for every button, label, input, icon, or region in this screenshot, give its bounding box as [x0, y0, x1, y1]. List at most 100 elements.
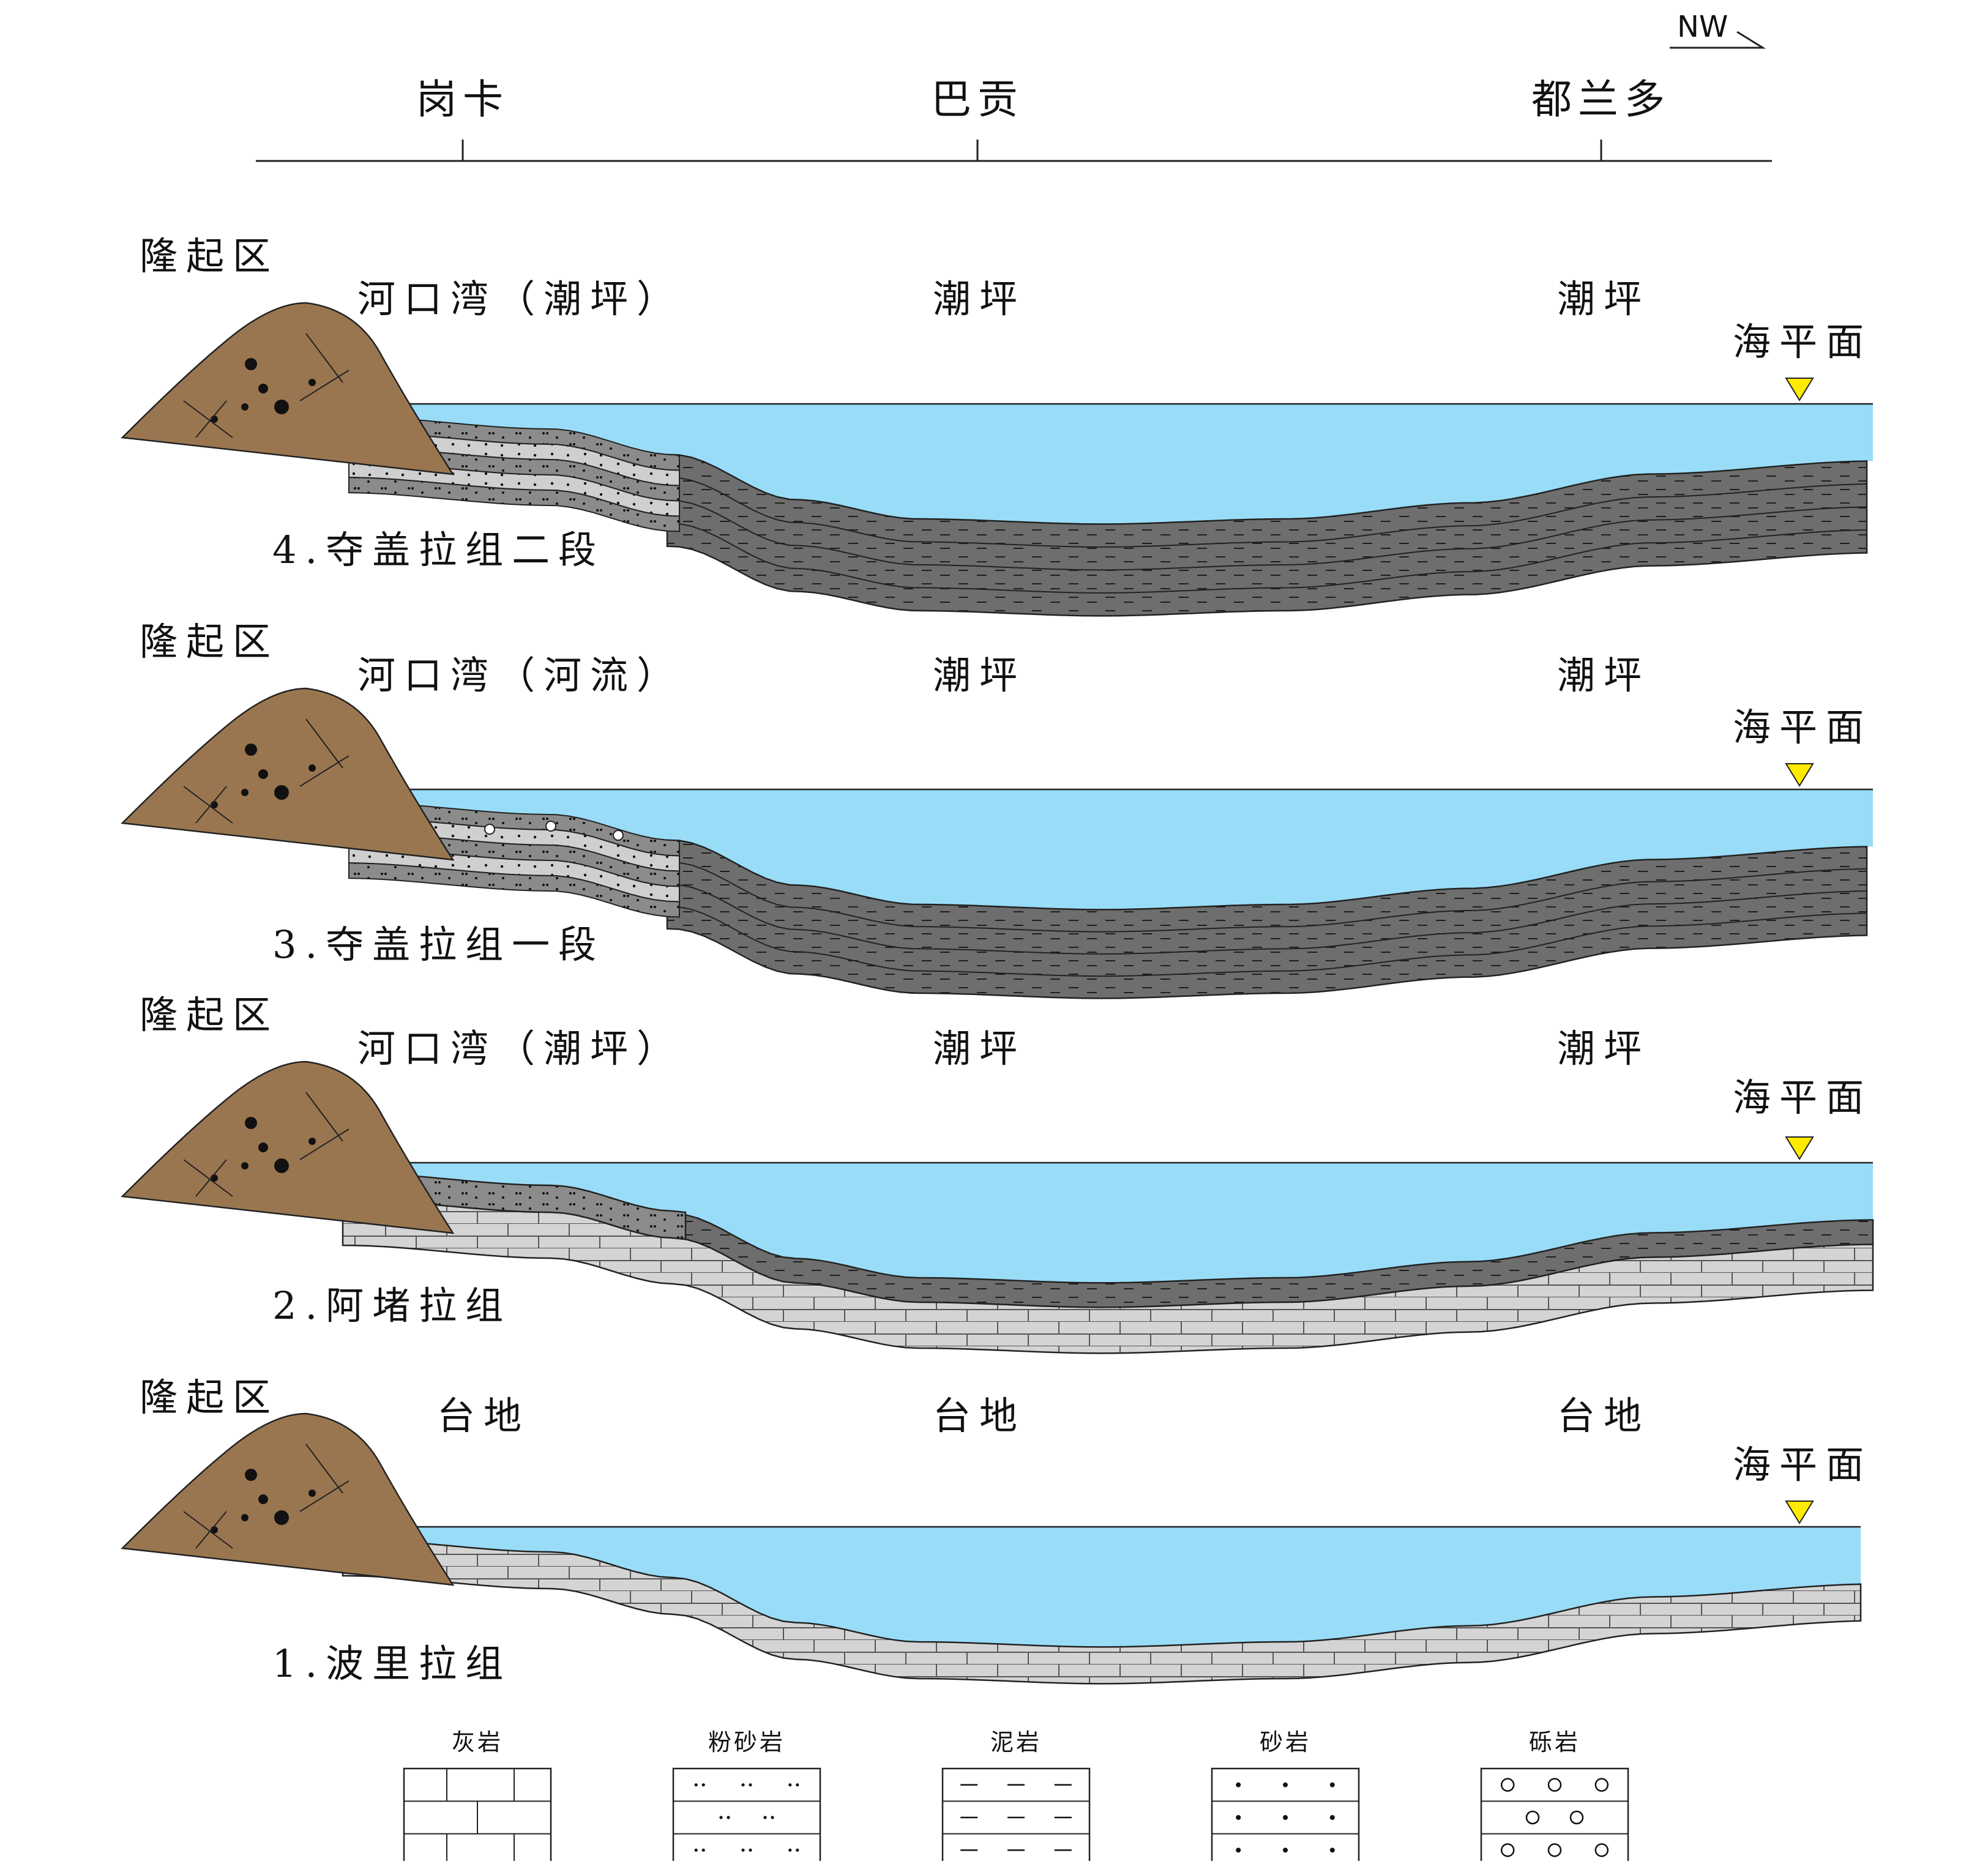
clast: [274, 785, 289, 800]
uplift-label: 隆起区: [140, 234, 279, 278]
fracture-marks: [183, 1444, 349, 1549]
clast: [245, 358, 257, 370]
legend-label: 粉砂岩: [708, 1729, 785, 1756]
sea-level-label: 海平面: [1733, 1075, 1872, 1120]
clast: [308, 1138, 316, 1145]
bedding-line: [667, 499, 1867, 571]
uplift-body: [121, 1061, 455, 1234]
zone-label-right: 潮坪: [1557, 277, 1650, 321]
legend-swatch: [1211, 1767, 1360, 1864]
legend-label: 泥岩: [990, 1729, 1042, 1756]
compass-label: NW: [1677, 10, 1728, 44]
estuary-layer: [348, 862, 680, 918]
bedding-line: [667, 477, 1867, 548]
bedding-line: [667, 861, 1867, 933]
estuary-siltstone-layers: [342, 1171, 687, 1240]
clast: [258, 384, 268, 393]
sea-level-marker-icon: [1785, 378, 1814, 401]
sea-water: [343, 404, 1873, 524]
sea-level-label: 海平面: [1733, 705, 1872, 750]
panel-title: 3.夺盖拉组一段: [272, 922, 605, 967]
legend: 灰岩 粉砂岩 泥岩 砂岩 砾岩: [403, 1729, 1629, 1864]
clast: [258, 769, 268, 779]
location-label-gangka: 岗卡: [416, 76, 509, 123]
legend-swatch: [672, 1767, 821, 1864]
pebble: [613, 830, 624, 841]
clast: [274, 400, 289, 414]
limestone-layer: [342, 1198, 1874, 1354]
mudstone-layer: [666, 453, 1868, 617]
zone-label-left: 河口湾（潮坪）: [357, 1026, 683, 1071]
sea-level-label: 海平面: [1733, 1442, 1872, 1487]
legend-item-mudstone: 泥岩: [941, 1729, 1091, 1864]
clast: [245, 1117, 257, 1129]
uplift-label: 隆起区: [140, 993, 279, 1037]
zone-label-right: 潮坪: [1557, 1026, 1650, 1071]
panel-title: 2.阿堵拉组: [272, 1283, 512, 1328]
fracture-marks: [183, 1092, 349, 1197]
clast: [274, 1158, 289, 1173]
zone-label-left: 河口湾（河流）: [357, 653, 683, 698]
zone-label-middle: 潮坪: [933, 277, 1026, 321]
north-arrow-icon: NW: [1670, 10, 1766, 49]
uplift-body: [121, 1412, 455, 1586]
clast: [308, 379, 316, 386]
zone-label-right: 台地: [1557, 1393, 1650, 1438]
estuary-layer: [348, 477, 680, 532]
panel-title: 1.波里拉组: [272, 1641, 512, 1686]
legend-item-limestone: 灰岩: [403, 1729, 552, 1864]
uplift-mound: [121, 687, 455, 861]
zone-label-left: 河口湾（潮坪）: [357, 277, 683, 321]
legend-label: 砾岩: [1529, 1729, 1580, 1756]
legend-item-sandstone: 砂岩: [1211, 1729, 1360, 1864]
location-label-dulanduo: 都兰多: [1531, 76, 1671, 123]
sea-level-marker-icon: [1785, 763, 1814, 787]
location-axis: 岗卡 巴贡 都兰多: [256, 76, 1772, 162]
clast: [258, 1494, 268, 1504]
bedding-line: [667, 906, 1867, 977]
sea-level-marker-icon: [1785, 1501, 1814, 1524]
clast: [241, 1162, 248, 1169]
uplift-mound: [121, 1412, 455, 1586]
clast: [245, 744, 257, 756]
zone-label-middle: 潮坪: [933, 1026, 1026, 1071]
location-label-bagong: 巴贡: [931, 76, 1024, 123]
clast: [308, 764, 316, 772]
zone-label-middle: 潮坪: [933, 653, 1026, 698]
panel-title: 4.夺盖拉组二段: [272, 528, 605, 572]
legend-item-siltstone: 粉砂岩: [672, 1729, 821, 1864]
clast: [241, 789, 248, 796]
clast: [241, 1514, 248, 1521]
uplift-mound: [121, 302, 455, 475]
zone-label-middle: 台地: [933, 1393, 1026, 1438]
legend-label: 砂岩: [1260, 1729, 1311, 1756]
bedding-line: [667, 523, 1867, 594]
uplift-body: [121, 302, 455, 475]
uplift-label: 隆起区: [140, 1375, 279, 1420]
mudstone-layer: [666, 839, 1868, 999]
uplift-mound: [121, 1061, 455, 1234]
sea-water: [343, 1163, 1873, 1283]
legend-item-conglomerate: 砾岩: [1480, 1729, 1629, 1864]
legend-label: 灰岩: [452, 1729, 503, 1756]
sea-level-label: 海平面: [1733, 319, 1872, 364]
zone-label-left: 台地: [437, 1393, 530, 1438]
sea-water: [343, 1527, 1861, 1647]
uplift-label: 隆起区: [140, 619, 279, 664]
clast: [241, 403, 248, 411]
sea-water: [343, 789, 1873, 910]
clast: [258, 1143, 268, 1152]
bedding-line: [667, 884, 1867, 955]
sea-level-marker-icon: [1785, 1136, 1814, 1160]
zone-label-right: 潮坪: [1557, 653, 1650, 698]
fracture-marks: [183, 333, 349, 438]
fracture-marks: [183, 718, 349, 824]
legend-swatch: [941, 1767, 1091, 1864]
clast: [245, 1469, 257, 1481]
